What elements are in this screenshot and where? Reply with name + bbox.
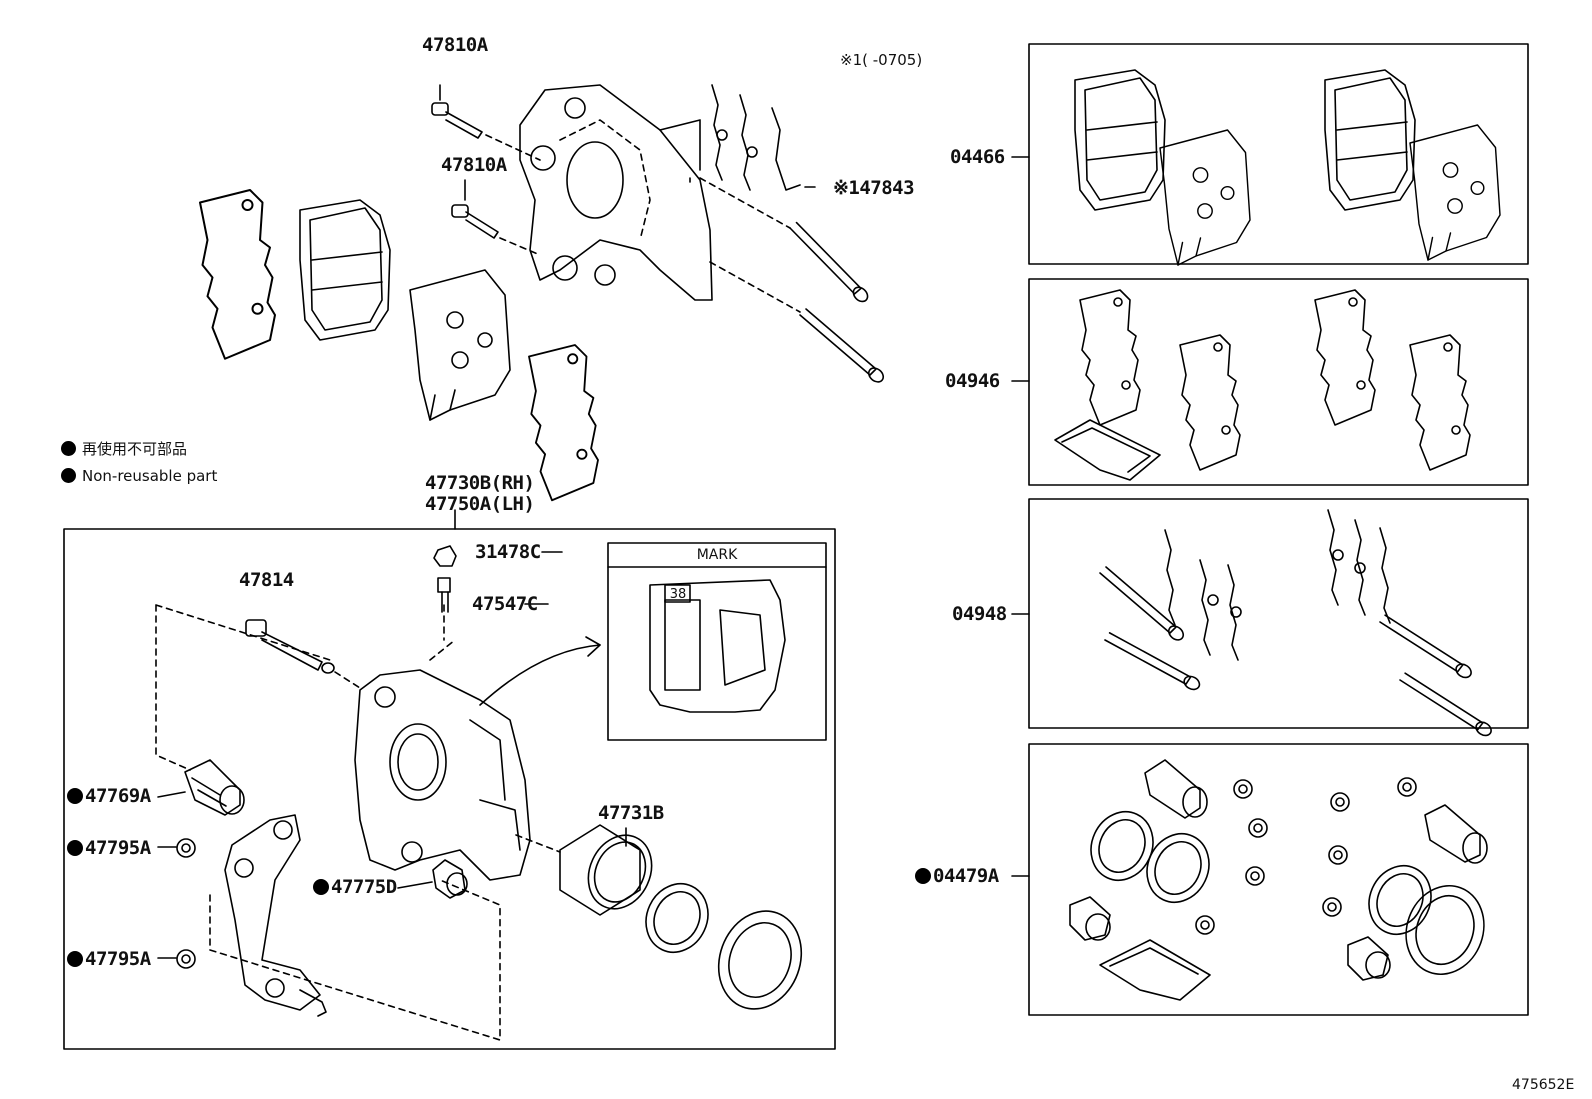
label-47775d[interactable]: 47775D (313, 878, 397, 897)
label-47730b[interactable]: 47730B(RH) (425, 472, 535, 494)
label-47814[interactable]: 47814 (239, 569, 294, 591)
non-reusable-dot-icon (61, 441, 76, 456)
non-reusable-dot-icon (915, 868, 931, 884)
label-47731b[interactable]: 47731B (598, 802, 664, 824)
legend-en: Non-reusable part (61, 468, 217, 484)
label-47750a[interactable]: 47750A(LH) (425, 493, 535, 515)
label-47810a-lower[interactable]: 47810A (441, 154, 507, 176)
label-47810a-upper[interactable]: 47810A (422, 34, 488, 56)
non-reusable-dot-icon (67, 840, 83, 856)
non-reusable-dot-icon (313, 879, 329, 895)
label-47843[interactable]: ※147843 (833, 177, 915, 199)
label-31478c[interactable]: 31478C (475, 541, 541, 563)
mark-title: MARK (696, 547, 738, 563)
label-47769a[interactable]: 47769A (67, 787, 151, 806)
label-47547c[interactable]: 47547C (472, 593, 538, 615)
non-reusable-dot-icon (61, 468, 76, 483)
label-47795a-lower[interactable]: 47795A (67, 950, 151, 969)
label-04479a[interactable]: 04479A (915, 867, 999, 886)
label-04946[interactable]: 04946 (945, 370, 1000, 392)
non-reusable-dot-icon (67, 788, 83, 804)
legend-jp: 再使用不可部品 (61, 441, 187, 457)
label-04948[interactable]: 04948 (952, 603, 1007, 625)
label-47795a-upper[interactable]: 47795A (67, 839, 151, 858)
non-reusable-dot-icon (67, 951, 83, 967)
mark-number: 38 (669, 587, 687, 602)
label-04466[interactable]: 04466 (950, 146, 1005, 168)
illustration-number: 475652E (1512, 1077, 1575, 1093)
range-note: ※1( -0705) (840, 51, 923, 69)
